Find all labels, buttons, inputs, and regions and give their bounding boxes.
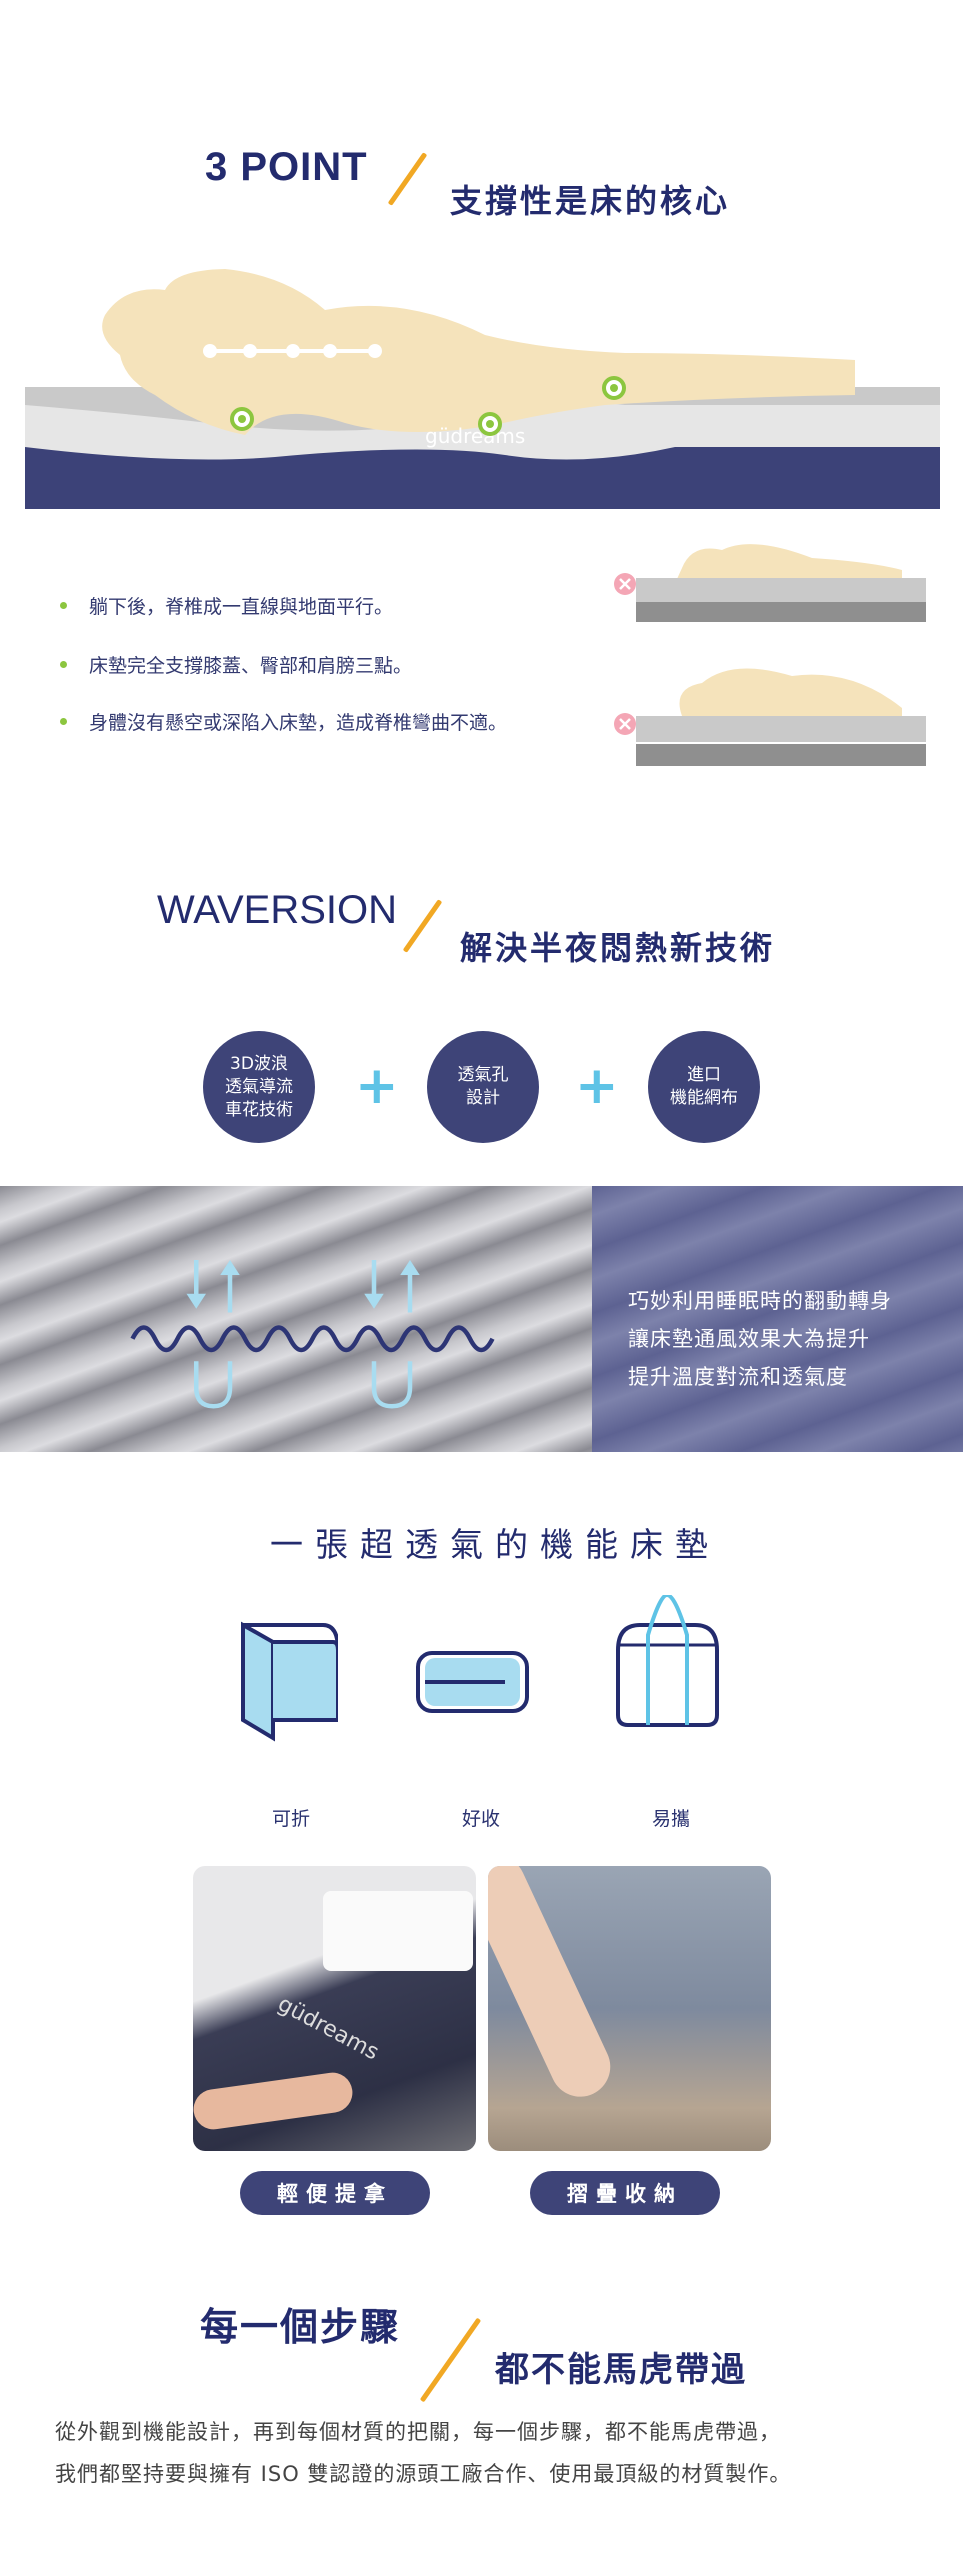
description-line: 從外觀到機能設計，再到每個材質的把關，每一個步驟，都不能馬虎帶過， xyxy=(55,2420,781,2444)
cross-icon xyxy=(614,573,636,595)
feature-label-storable: 好收 xyxy=(462,1808,501,1830)
feature-label-portable: 易攜 xyxy=(652,1808,691,1830)
description-line: 我們都堅持要與擁有 ISO 雙認證的源頭工廠合作、使用最頂級的材質製作。 xyxy=(55,2462,792,2486)
folded-mattress-icon xyxy=(241,1621,338,1742)
title-slash xyxy=(387,152,428,206)
section1-title-en: 3 POINT xyxy=(205,145,368,189)
plus-icon: + xyxy=(575,1056,619,1116)
section3-title: 一張超透氣的機能床墊 xyxy=(270,1525,720,1564)
feature-label-foldable: 可折 xyxy=(272,1808,311,1830)
carry-button[interactable]: 輕便提拿 xyxy=(240,2171,430,2215)
rolled-mattress-icon xyxy=(416,1651,529,1713)
panel-text: 巧妙利用睡眠時的翻動轉身讓床墊通風效果大為提升提升溫度對流和透氣度 xyxy=(628,1289,892,1389)
feature-circle-3d-wave: 3D波浪透氣導流車花技術 xyxy=(203,1031,315,1143)
fold-storage-button[interactable]: 摺疊收納 xyxy=(530,2171,720,2215)
support-points xyxy=(230,376,626,436)
title-slash xyxy=(419,2317,482,2403)
feature-circle-vent: 透氣孔設計 xyxy=(427,1031,539,1143)
photo-brand: güdreams xyxy=(273,1991,383,2066)
section4-title-b: 都不能馬虎帶過 xyxy=(495,2350,747,2390)
section1-title-zh: 支撐性是床的核心 xyxy=(450,182,731,220)
info-panel xyxy=(592,1186,963,1452)
wrong-posture-illustration-2 xyxy=(614,668,926,766)
support-point-icon xyxy=(602,376,626,400)
feature-circle-mesh: 進口機能網布 xyxy=(648,1031,760,1143)
plus-icon: + xyxy=(355,1056,399,1116)
bullet-item: 身體沒有懸空或深陷入床墊，造成脊椎彎曲不適。 xyxy=(60,708,507,735)
wrong-posture-illustration-1 xyxy=(614,544,926,622)
section4-title-a: 每一個步驟 xyxy=(200,2305,401,2349)
airflow-diagram xyxy=(130,1260,495,1409)
section2-title-zh: 解決半夜悶熱新技術 xyxy=(460,929,776,967)
cross-icon xyxy=(614,713,636,735)
bullet-item: 躺下後，脊椎成一直線與地面平行。 xyxy=(60,592,393,619)
bullet-item: 床墊完全支撐膝蓋、臀部和肩膀三點。 xyxy=(60,651,412,678)
carry-bag-icon xyxy=(616,1595,719,1727)
support-point-icon xyxy=(478,412,502,436)
support-point-icon xyxy=(230,407,254,431)
mattress-brand: güdreams xyxy=(425,424,525,448)
carry-photo: güdreams xyxy=(193,1866,476,2151)
title-slash xyxy=(402,899,443,953)
fold-photo xyxy=(488,1866,771,2151)
section2-title-en: WAVERSION xyxy=(157,888,398,932)
